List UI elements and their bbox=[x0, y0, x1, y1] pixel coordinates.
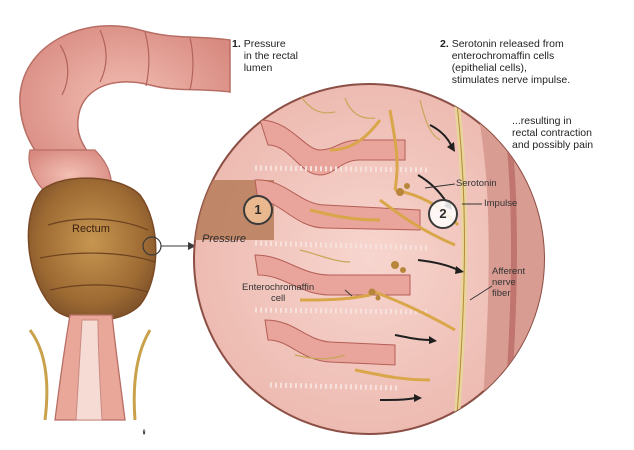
step-1-text: Pressure in the rectal lumen bbox=[244, 38, 298, 74]
rectum-label: Rectum bbox=[72, 223, 110, 235]
step-1-marker-number: 1 bbox=[254, 202, 261, 217]
step-1-label: 1. Pressure in the rectal lumen bbox=[232, 38, 298, 74]
step-2-number: 2. bbox=[440, 38, 449, 50]
step-2-marker: 2 bbox=[428, 199, 458, 229]
step-2-marker-number: 2 bbox=[439, 206, 446, 221]
step-2-text: Serotonin released from enterochromaffin… bbox=[452, 38, 570, 86]
enterochromaffin-label: Enterochromaffin cell bbox=[242, 282, 314, 304]
serotonin-label: Serotonin bbox=[456, 178, 497, 189]
pressure-label: Pressure bbox=[202, 233, 246, 245]
result-text: ...resulting in rectal contraction and p… bbox=[512, 115, 593, 151]
step-1-number: 1. bbox=[232, 38, 241, 50]
artist-signature: ✒ bbox=[140, 428, 149, 435]
step-2-label: 2. Serotonin released from enterochromaf… bbox=[440, 38, 570, 86]
afferent-nerve-label: Afferent nerve fiber bbox=[492, 266, 525, 299]
impulse-label: Impulse bbox=[484, 198, 517, 209]
magnified-view bbox=[194, 80, 560, 440]
step-1-marker: 1 bbox=[243, 195, 273, 225]
